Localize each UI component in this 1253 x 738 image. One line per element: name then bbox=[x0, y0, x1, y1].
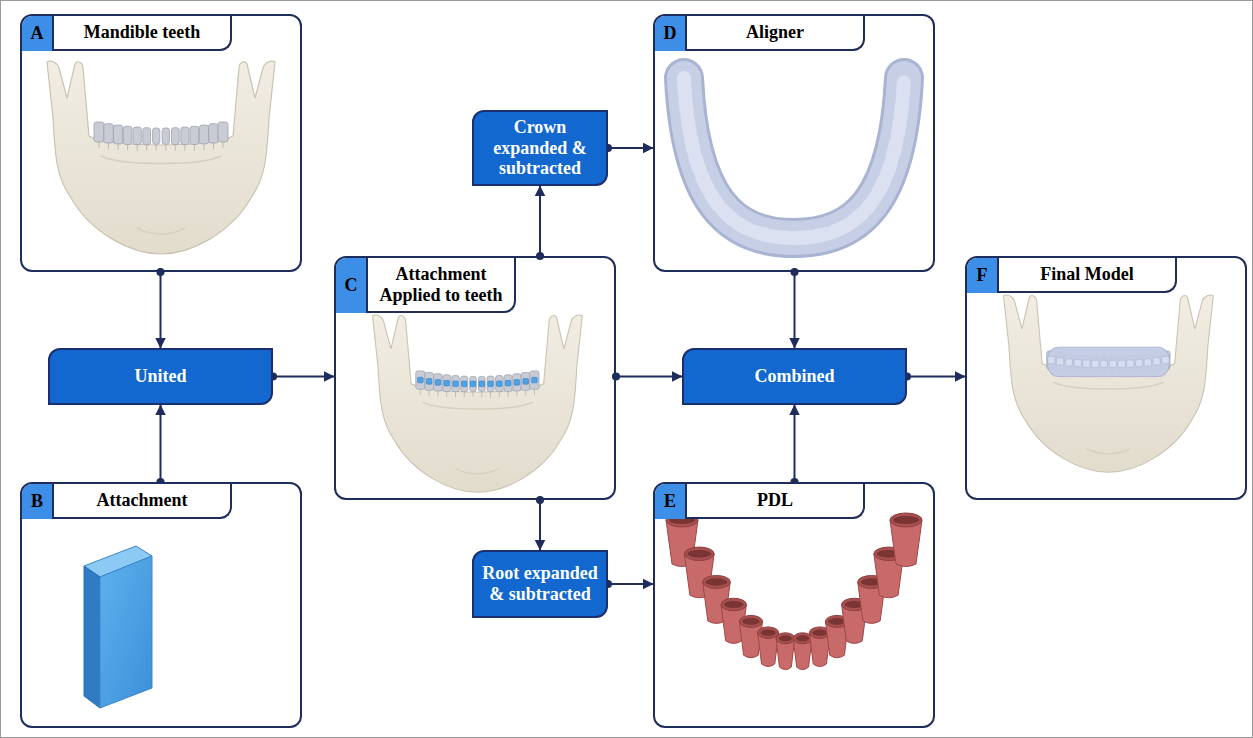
aligner-bump bbox=[1092, 360, 1099, 367]
attachment-block bbox=[84, 546, 152, 708]
attachment bbox=[453, 381, 459, 387]
process-label: Crown expanded & subtracted bbox=[480, 117, 600, 179]
mandible-with-attachments bbox=[373, 315, 583, 492]
panel-title-text: Aligner bbox=[695, 22, 855, 43]
aligner-bump bbox=[1048, 356, 1055, 363]
aligner-bump bbox=[1083, 360, 1090, 367]
attachment bbox=[435, 380, 441, 386]
figure-panel: B Attachment bbox=[20, 482, 302, 728]
panel-letter: F bbox=[967, 258, 997, 293]
panel-header: CAttachment Applied to teeth bbox=[336, 258, 516, 313]
flow-arrow bbox=[160, 272, 162, 348]
panel-header: B Attachment bbox=[22, 484, 232, 519]
panel-letter: D bbox=[655, 16, 685, 51]
panel-letter: C bbox=[336, 258, 366, 313]
panel-letter: E bbox=[655, 484, 685, 519]
attachment bbox=[470, 381, 476, 387]
panel-title-text: Mandible teeth bbox=[62, 22, 222, 43]
panel-title: Final Model bbox=[997, 258, 1177, 293]
attachment bbox=[426, 379, 432, 385]
attachment bbox=[514, 380, 520, 386]
aligner-bump bbox=[1162, 356, 1169, 363]
process-box: United bbox=[48, 348, 273, 405]
panel-title-text: Attachment bbox=[62, 490, 222, 511]
figure-panel: E PDL bbox=[653, 482, 935, 728]
mandible-drawing bbox=[47, 61, 275, 254]
flow-arrow bbox=[273, 376, 334, 378]
pdl-drawing bbox=[666, 513, 922, 670]
panel-title: Attachment bbox=[52, 484, 232, 519]
attachment bbox=[488, 381, 494, 387]
attachment bbox=[461, 381, 467, 387]
aligner-bump bbox=[1074, 359, 1081, 366]
flow-arrow bbox=[160, 405, 162, 482]
attachment bbox=[505, 380, 511, 386]
process-box: Root expanded & subtracted bbox=[472, 550, 608, 618]
aligner-bump bbox=[1065, 359, 1072, 366]
process-label: Combined bbox=[754, 366, 834, 387]
attachment bbox=[523, 379, 529, 385]
panel-title-text: PDL bbox=[695, 490, 855, 511]
flow-arrow bbox=[608, 583, 653, 585]
panel-letter: B bbox=[22, 484, 52, 519]
process-box: Crown expanded & subtracted bbox=[472, 110, 608, 186]
aligner-drawing bbox=[684, 78, 904, 238]
process-box: Combined bbox=[682, 348, 907, 405]
attachment bbox=[497, 381, 503, 387]
panel-title: PDL bbox=[685, 484, 865, 519]
flow-arrow bbox=[539, 500, 541, 550]
aligner-bump bbox=[1127, 360, 1134, 367]
flow-arrow bbox=[616, 376, 682, 378]
mandible-with-aligner bbox=[1004, 295, 1214, 472]
panel-title-text: Attachment Applied to teeth bbox=[376, 264, 506, 305]
attachment bbox=[532, 377, 538, 383]
flow-arrow bbox=[907, 376, 965, 378]
aligner-bump bbox=[1135, 359, 1142, 366]
aligner-bump bbox=[1056, 358, 1063, 365]
process-label: United bbox=[134, 366, 186, 387]
pdl-cup bbox=[776, 633, 795, 670]
attachment bbox=[479, 381, 485, 387]
figure-panel: F Final Model bbox=[965, 256, 1247, 500]
panel-title: Attachment Applied to teeth bbox=[366, 258, 516, 313]
process-label: Root expanded & subtracted bbox=[480, 563, 600, 604]
panel-title-text: Final Model bbox=[1007, 264, 1167, 285]
aligner-bump bbox=[1109, 360, 1116, 367]
figure-panel: A Mandible teeth bbox=[20, 14, 302, 272]
aligner-bump bbox=[1153, 358, 1160, 365]
flow-arrow bbox=[794, 272, 796, 348]
panel-header: E PDL bbox=[655, 484, 865, 519]
panel-header: F Final Model bbox=[967, 258, 1177, 293]
attachment bbox=[418, 377, 424, 383]
figure-panel: D Aligner bbox=[653, 14, 935, 272]
attachment bbox=[444, 380, 450, 386]
flow-arrow bbox=[794, 405, 796, 482]
pdl-cup bbox=[890, 513, 922, 567]
pdl-cup bbox=[793, 633, 812, 670]
pdl-cup bbox=[758, 627, 779, 667]
panel-header: D Aligner bbox=[655, 16, 865, 51]
panel-header: A Mandible teeth bbox=[22, 16, 232, 51]
flow-arrow bbox=[539, 186, 541, 256]
figure-panel: CAttachment Applied to teeth bbox=[334, 256, 616, 500]
panel-letter: A bbox=[22, 16, 52, 51]
aligner-bump bbox=[1100, 360, 1107, 367]
panel-title: Mandible teeth bbox=[52, 16, 232, 51]
flow-arrow bbox=[608, 147, 653, 149]
aligner-bump bbox=[1144, 359, 1151, 366]
aligner-bump bbox=[1118, 360, 1125, 367]
panel-title: Aligner bbox=[685, 16, 865, 51]
